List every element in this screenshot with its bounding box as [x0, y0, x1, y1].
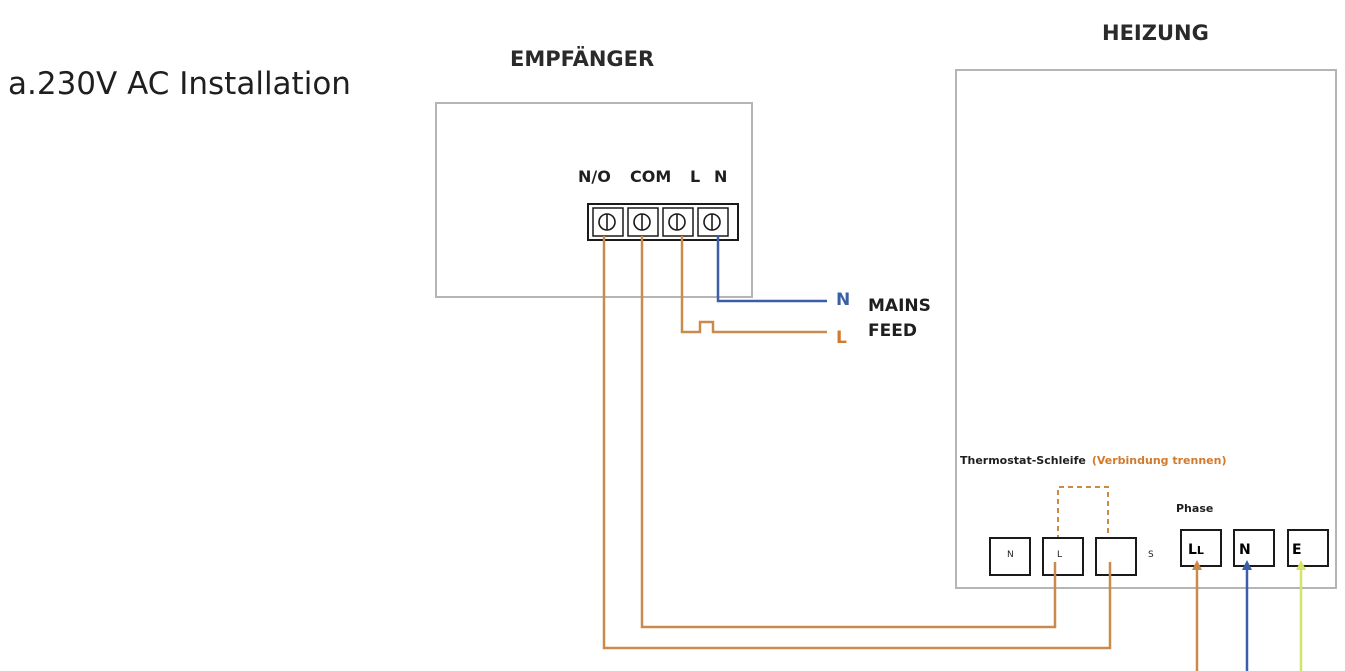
- terminal-label-no: N/O: [578, 167, 611, 186]
- phase-feed-wires: [1192, 560, 1306, 671]
- screw-icon: [598, 213, 721, 231]
- heating-terminal-l: [1042, 537, 1084, 576]
- heating-terminal-s: [1095, 537, 1137, 576]
- terminal-block: [587, 203, 739, 241]
- thermostat-loop-label: Thermostat-Schleife (Verbindung trennen): [960, 454, 1226, 467]
- heating-terminal-phase-l: [1180, 529, 1222, 567]
- heating-terminal-phase-n-label: N: [1239, 542, 1251, 558]
- heating-terminal-phase-n: [1233, 529, 1275, 567]
- phase-label: Phase: [1176, 502, 1213, 515]
- mains-l-letter: L: [836, 328, 847, 348]
- page-title: a.230V AC Installation: [8, 66, 351, 102]
- terminal-label-com: COM: [630, 167, 671, 186]
- receiver-box: [435, 102, 753, 298]
- thermostat-loop-text: Thermostat-Schleife: [960, 454, 1086, 467]
- mains-label-line2: FEED: [868, 321, 917, 341]
- heating-terminal-earth-label: E: [1292, 542, 1302, 558]
- mains-n-letter: N: [836, 290, 850, 310]
- terminal-label-l: L: [690, 167, 700, 186]
- heating-terminal-phase-l-label: LL: [1188, 542, 1204, 558]
- terminal-label-n: N: [714, 167, 727, 186]
- heating-terminal-earth: [1287, 529, 1329, 567]
- wire-mains-neutral: [716, 236, 827, 303]
- mains-label-line1: MAINS: [868, 296, 931, 316]
- wire-mains-live: [680, 236, 827, 334]
- wire-com-to-loop-l: [640, 236, 1057, 629]
- heating-terminal-l-label: L: [1057, 550, 1062, 560]
- heating-terminal-n: [989, 537, 1031, 576]
- thermostat-loop-dashed: [1057, 486, 1109, 540]
- heating-terminal-n-label: N: [1007, 550, 1014, 560]
- receiver-heading: EMPFÄNGER: [510, 46, 654, 71]
- heating-terminal-s-label: S: [1148, 550, 1154, 560]
- wire-no-to-loop-s: [602, 236, 1112, 650]
- thermostat-loop-note: (Verbindung trennen): [1092, 454, 1227, 467]
- heating-box: [955, 69, 1337, 589]
- heating-heading: HEIZUNG: [1102, 21, 1209, 45]
